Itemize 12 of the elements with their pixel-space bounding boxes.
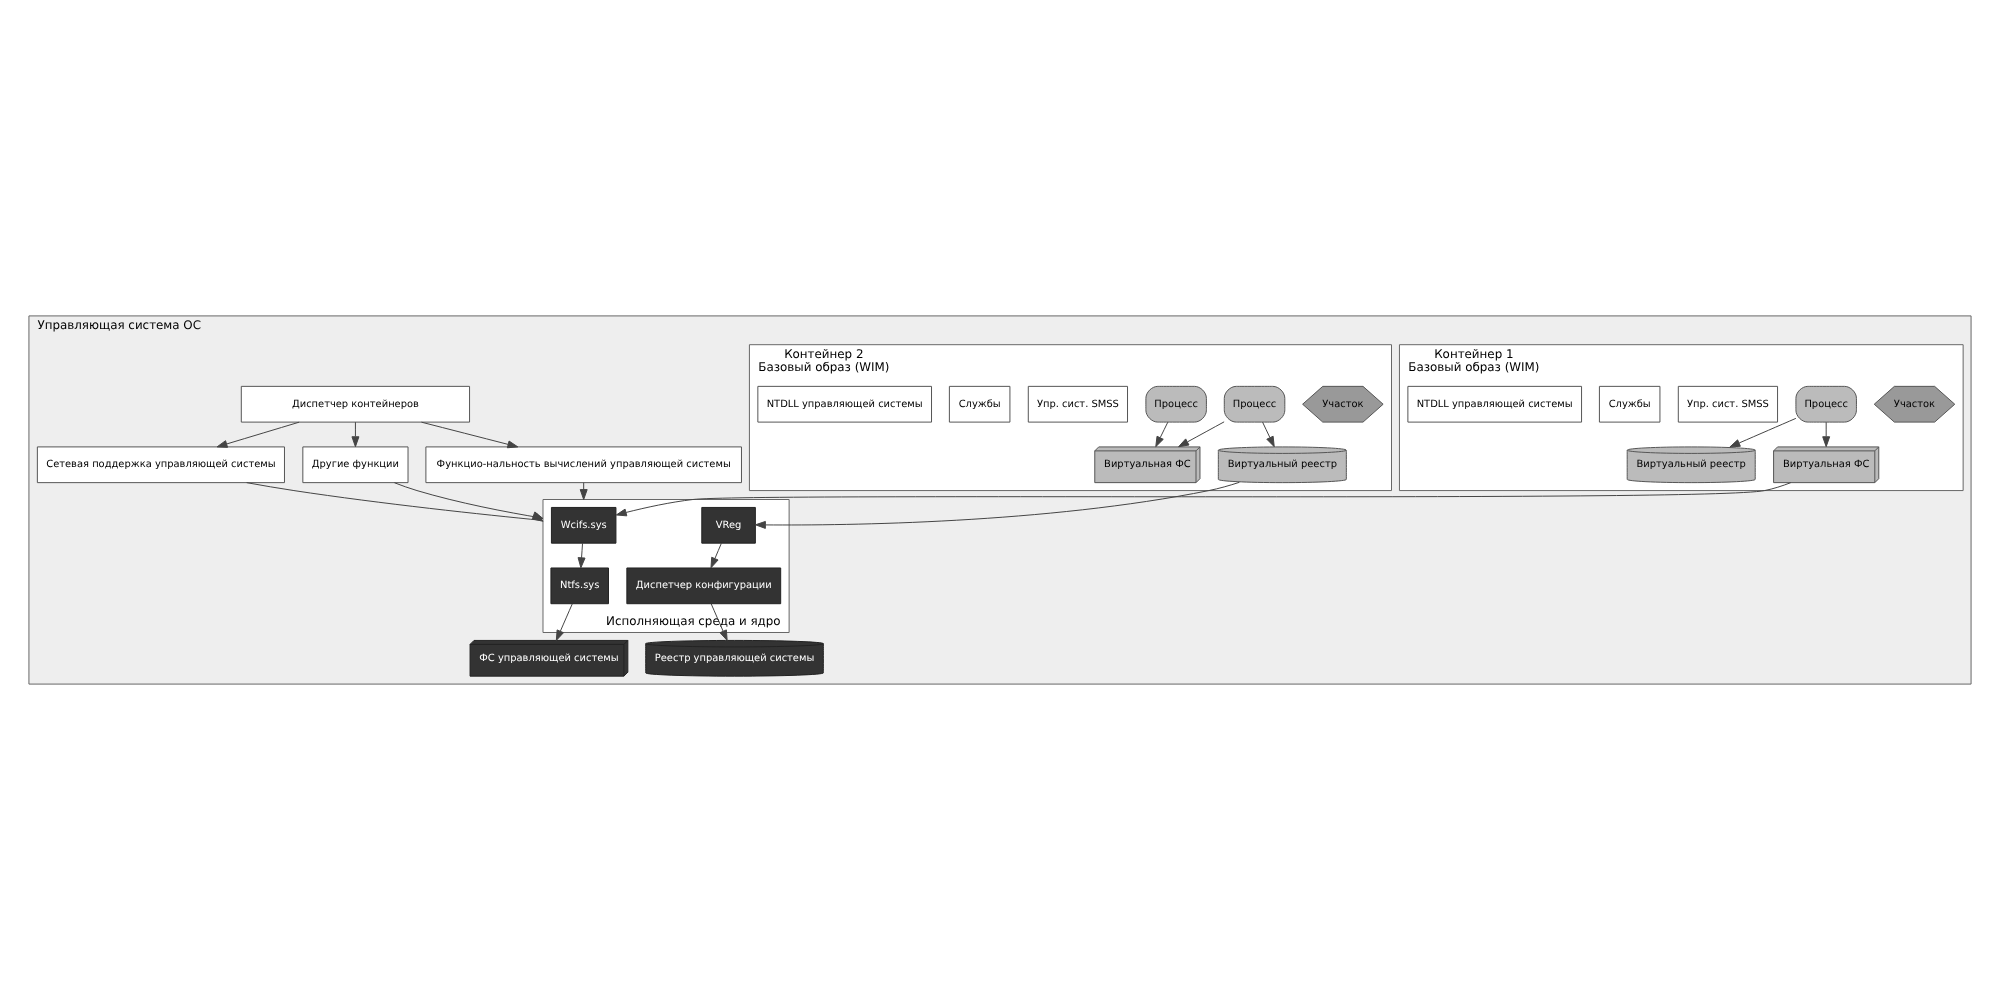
arrow [1262,421,1275,448]
arrow [555,603,573,641]
arrow [1729,417,1797,448]
arrow [1178,421,1225,448]
arrow [710,542,722,569]
arrow [1155,421,1169,448]
arrow [577,542,586,569]
arrow [754,481,1240,529]
arrow [1822,421,1831,448]
arrow [710,603,728,641]
arrow [351,421,360,448]
arrow [615,482,1792,517]
